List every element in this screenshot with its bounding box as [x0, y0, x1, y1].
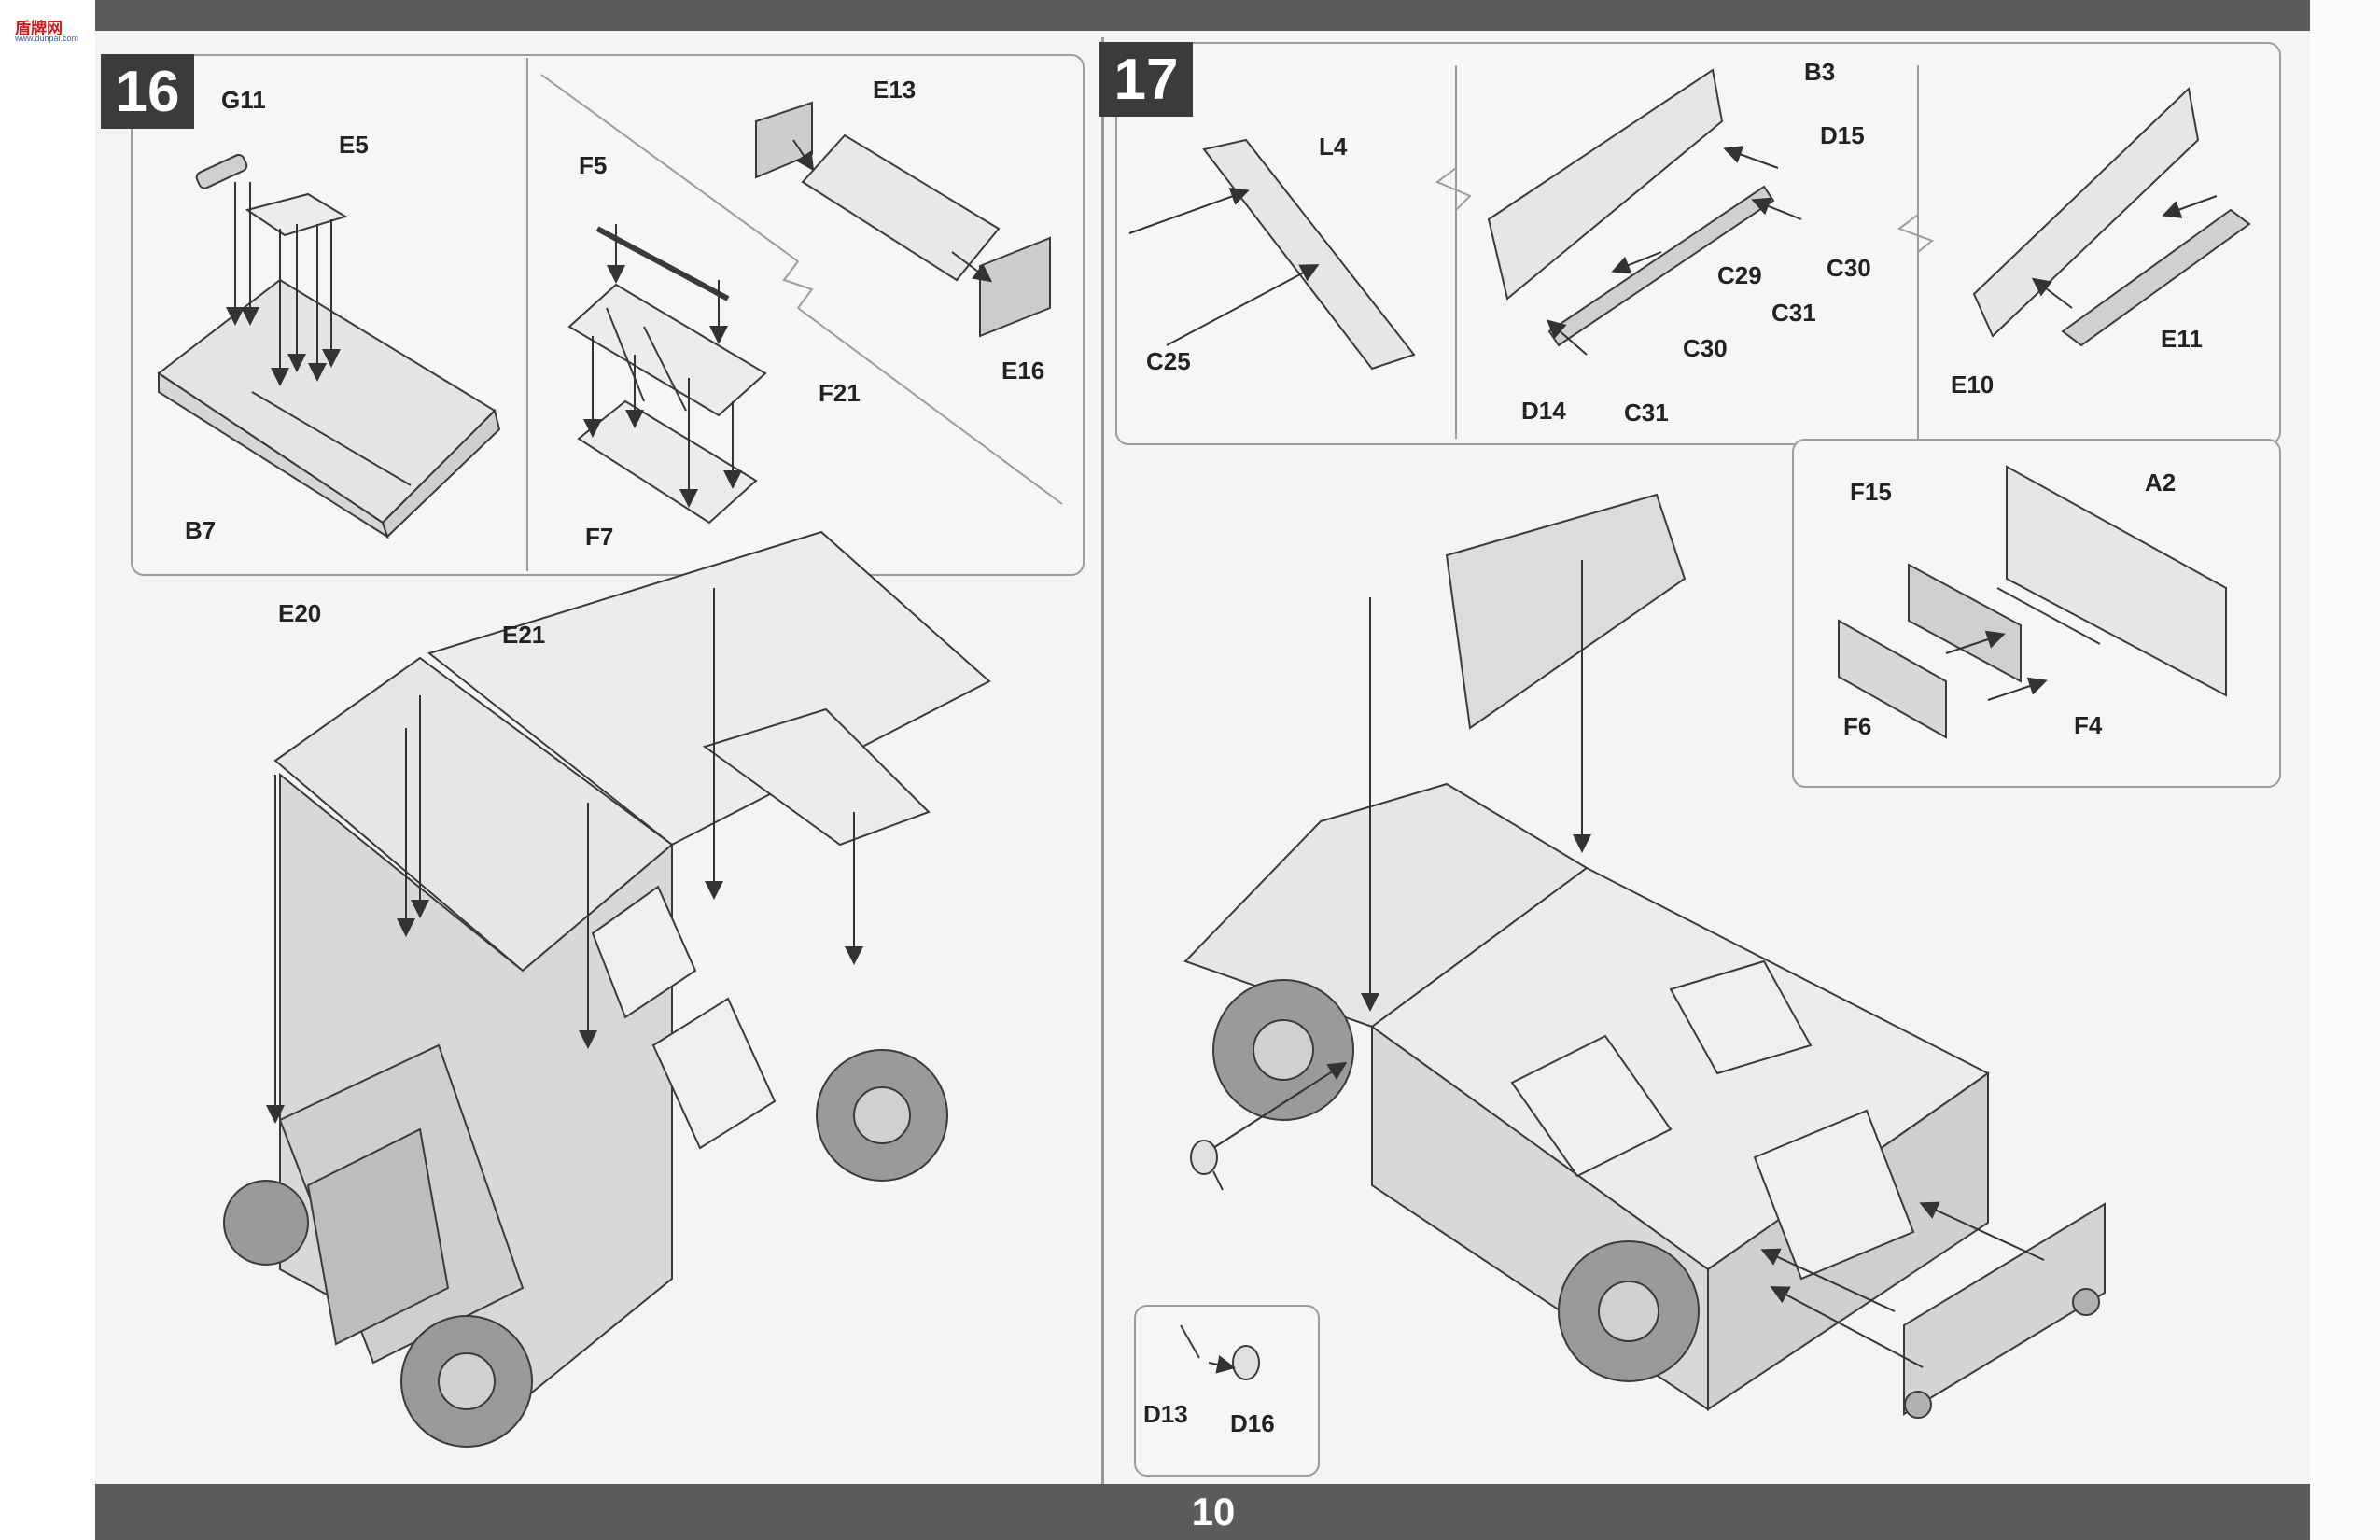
jeep-body-step17-drawing [1183, 493, 2106, 1419]
label-f5: F5 [579, 151, 608, 179]
label-g11: G11 [221, 86, 266, 114]
label-l4: L4 [1319, 133, 1348, 161]
label-e11: E11 [2161, 325, 2203, 353]
step16-number: 16 [101, 54, 194, 129]
bottom-bar [95, 1484, 2310, 1540]
label-e5: E5 [339, 131, 369, 159]
label-e21: E21 [502, 621, 546, 649]
side-mirror-drawing [1190, 1140, 1224, 1191]
label-c30-lower: C30 [1683, 334, 1728, 362]
label-d14: D14 [1521, 397, 1566, 425]
step17-mirror-panel [1134, 1305, 1320, 1477]
step16-diagonal-divider [540, 74, 799, 262]
scan-margin-left [0, 0, 95, 1540]
rear-seat-e13-drawing [755, 101, 1051, 338]
watermark-logo: 盾牌网 www.dunpai.com [7, 7, 78, 43]
scan-margin-right [2310, 0, 2380, 1540]
label-b3: B3 [1804, 58, 1836, 86]
label-e13: E13 [873, 76, 917, 104]
page-number: 10 [1191, 1490, 1236, 1533]
side-rail-e10-e11-drawing [1972, 86, 2251, 347]
tailgate-l4-drawing [1202, 138, 1416, 371]
side-panel-b3-drawing [1487, 68, 1775, 347]
logo-subtext: www.dunpai.com [15, 34, 79, 43]
label-e16: E16 [1001, 357, 1045, 385]
label-c31-lower: C31 [1624, 399, 1669, 427]
label-f7: F7 [585, 523, 614, 551]
seat-base-f21-drawing [567, 226, 767, 525]
seat-frame-e5-drawing [195, 153, 348, 237]
label-a2: A2 [2145, 469, 2177, 497]
label-f15: F15 [1850, 478, 1892, 506]
label-f21: F21 [819, 379, 861, 407]
jeep-body-step16-drawing [223, 530, 991, 1448]
label-e10: E10 [1951, 371, 1995, 399]
label-f4: F4 [2074, 711, 2103, 739]
label-f6: F6 [1843, 712, 1872, 740]
step17-number: 17 [1099, 42, 1193, 117]
label-c29: C29 [1717, 261, 1762, 289]
label-c30-right: C30 [1827, 254, 1871, 282]
label-c25: C25 [1146, 347, 1191, 375]
floor-tray-b7-drawing [157, 278, 501, 539]
logo-text: 盾牌网 [15, 20, 63, 37]
label-d15: D15 [1820, 121, 1865, 149]
label-d13: D13 [1143, 1400, 1188, 1428]
label-d16: D16 [1230, 1409, 1275, 1437]
mirror-parts-d13-d16-drawing [1180, 1324, 1260, 1380]
label-b7: B7 [185, 516, 217, 544]
label-c31-right: C31 [1771, 299, 1816, 327]
page-divider [1101, 37, 1104, 1484]
rear-panel-a2-drawing [1838, 465, 2227, 739]
top-bar [95, 0, 2310, 31]
label-e20: E20 [278, 599, 322, 627]
